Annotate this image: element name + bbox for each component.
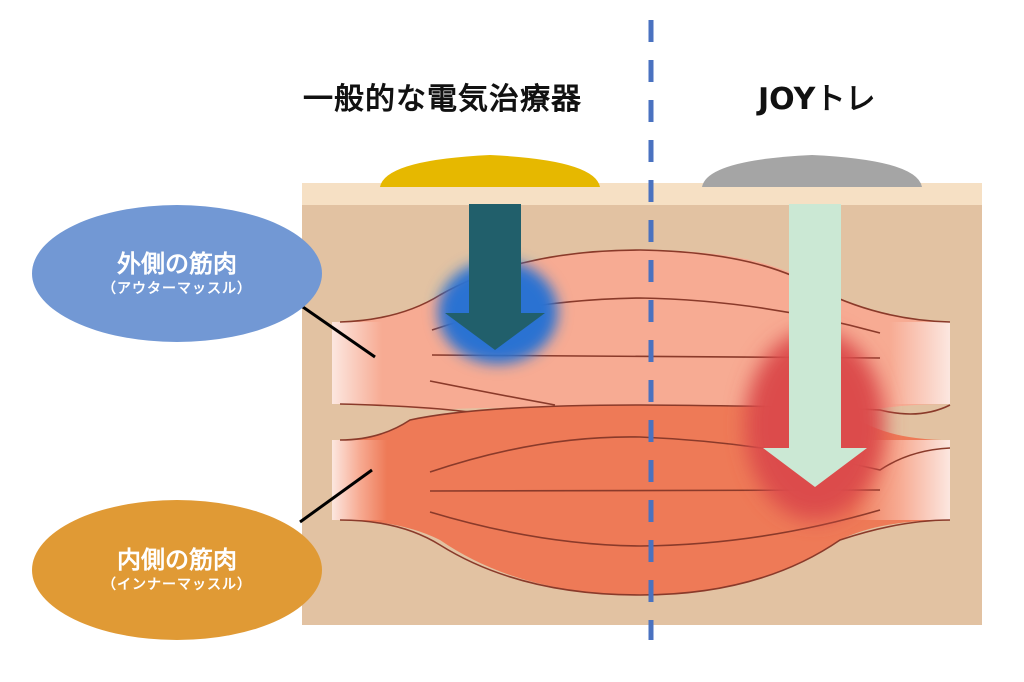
outer-muscle-label: 外側の筋肉 （アウターマッスル） [32,205,322,342]
inner-muscle-label: 内側の筋肉 （インナーマッスル） [32,500,322,640]
inner-muscle-leader-line [299,468,373,524]
title-general-device: 一般的な電気治療器 [303,82,582,117]
outer-muscle-label-main: 外側の筋肉 [117,249,237,278]
title-joytore: JOYトレ [758,82,876,117]
skin-layer [302,183,982,205]
outer-muscle-label-sub: （アウターマッスル） [102,280,252,297]
left-electrode-pad [380,155,600,187]
right-electrode-pad [702,155,922,187]
inner-muscle-label-sub: （インナーマッスル） [102,577,252,593]
inner-muscle-label-main: 内側の筋肉 [117,546,237,574]
deep-arrow-icon [763,204,867,487]
outer-muscle-leader-line [299,303,376,359]
shallow-arrow-icon [445,204,545,350]
